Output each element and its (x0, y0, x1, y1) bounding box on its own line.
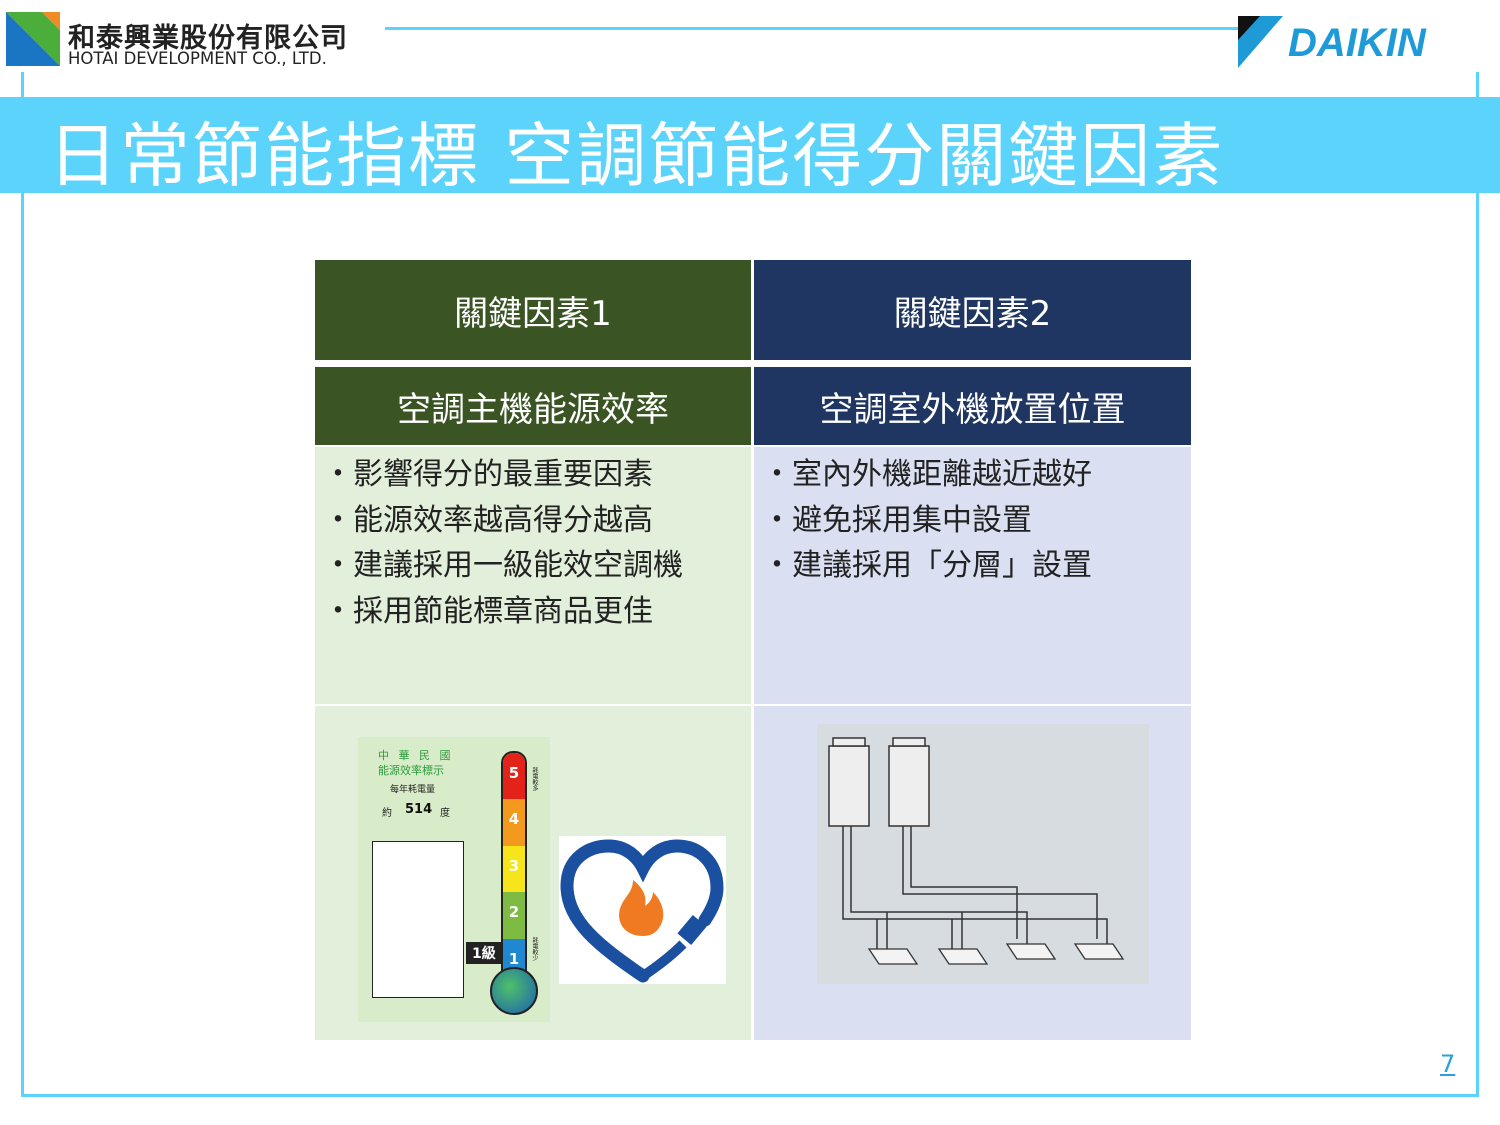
ac-layout-illustration (828, 737, 1125, 965)
thermometer-level-4: 4 (503, 799, 525, 846)
company-name-zh: 和泰興業股份有限公司 (68, 23, 348, 54)
bullet-list-2: 室內外機距離越近越好 避免採用集中設置 建議採用「分層」設置 (762, 452, 1092, 589)
label-kwh-value: 514 (405, 802, 433, 817)
thermometer-level-2: 2 (503, 892, 525, 939)
page-title: 日常節能指標 空調節能得分關鍵因素 (48, 115, 1225, 197)
label-unit: 度 (440, 808, 450, 819)
frame-bottom (21, 1094, 1479, 1097)
header-factor-2: 關鍵因素2 (754, 260, 1191, 360)
thermometer-level-5: 5 (503, 753, 525, 800)
page-number: 7 (1440, 1050, 1456, 1078)
label-bottom-note: 耗電較少 (531, 937, 538, 961)
outdoor-unit-diagram (817, 724, 1149, 984)
label-approx: 約 (382, 808, 392, 819)
bullet-item: 室內外機距離越近越好 (762, 452, 1092, 498)
subheader-efficiency: 空調主機能源效率 (315, 367, 751, 445)
frame-left (21, 72, 24, 1097)
header-factor-1: 關鍵因素1 (315, 260, 751, 360)
label-line3: 每年耗電量 (390, 785, 436, 795)
bullet-item: 採用節能標章商品更佳 (323, 589, 683, 635)
energy-saving-heart-logo (559, 836, 726, 984)
thermometer-level-3: 3 (503, 845, 525, 893)
label-line1: 中 華 民 國 (378, 749, 454, 762)
bullet-item: 建議採用一級能效空調機 (323, 543, 683, 589)
bullet-list-1: 影響得分的最重要因素 能源效率越高得分越高 建議採用一級能效空調機 採用節能標章… (323, 452, 683, 634)
bullet-item: 避免採用集中設置 (762, 498, 1092, 544)
bullet-item: 能源效率越高得分越高 (323, 498, 683, 544)
label-top-note: 耗電較多 (531, 767, 538, 791)
frame-right (1476, 72, 1479, 1097)
subheader-placement: 空調室外機放置位置 (754, 367, 1191, 445)
bullet-item: 建議採用「分層」設置 (762, 543, 1092, 589)
daikin-logo: DAIKIN (1238, 16, 1427, 68)
title-band (0, 97, 1500, 193)
hotai-logo-icon (6, 12, 60, 66)
label-spec-table (372, 841, 464, 998)
company-name-en: HOTAI DEVELOPMENT CO., LTD. (68, 49, 327, 68)
brand-text: DAIKIN (1288, 21, 1427, 65)
heart-plug-icon (560, 839, 724, 983)
header-rule (385, 27, 1240, 30)
globe-icon (490, 967, 538, 1015)
label-grade-arrow: 1級 (466, 942, 502, 964)
label-line2: 能源效率標示 (378, 764, 444, 777)
bullet-item: 影響得分的最重要因素 (323, 452, 683, 498)
